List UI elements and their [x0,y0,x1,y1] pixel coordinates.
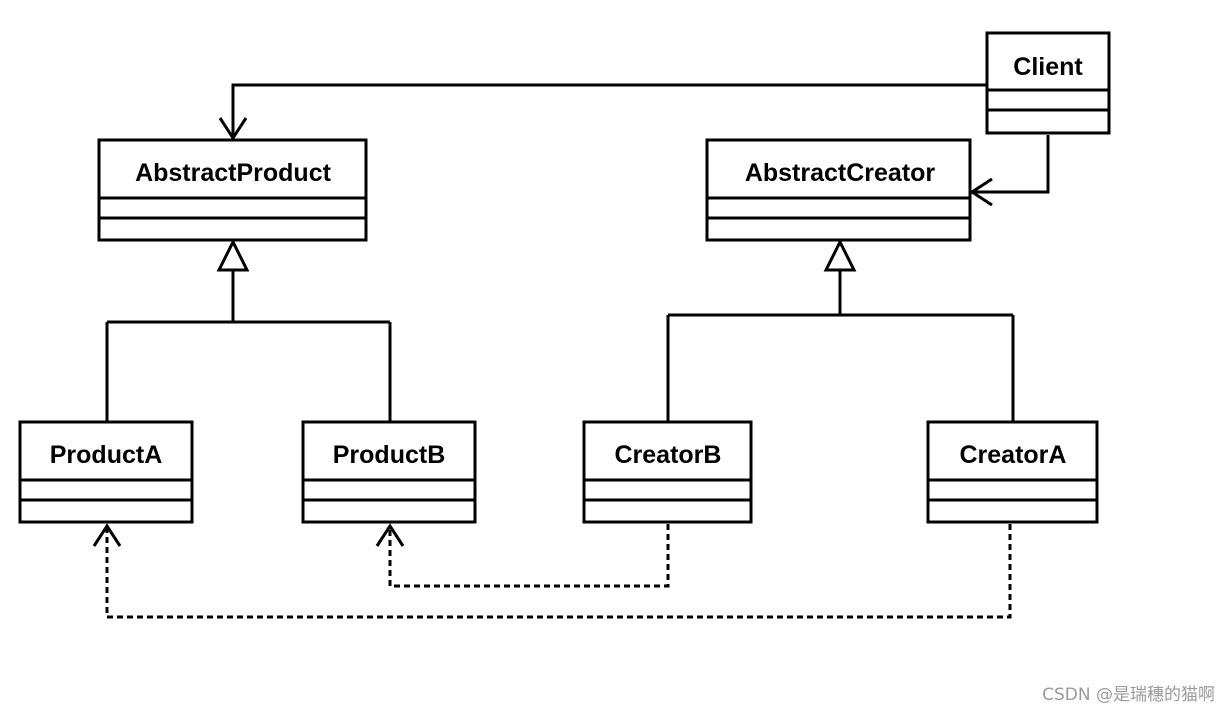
class-creator-b [582,420,753,524]
class-name-product-b: ProductB [333,441,446,469]
generalization-products [105,238,392,422]
class-abstract-creator [705,138,972,242]
class-product-b [301,420,477,524]
class-client [985,31,1111,135]
association-client-abstract-product [218,83,987,141]
class-name-client: Client [1013,53,1083,81]
class-creator-a [926,420,1099,524]
generalization-creators [666,238,1015,422]
dependency-creator-b-product-b [375,523,670,588]
class-abstract-product [97,138,368,242]
association-client-abstract-creator [969,135,1050,207]
watermark: CSDN @是瑞穗的猫啊 [1042,685,1215,705]
class-name-creator-a: CreatorA [960,441,1067,469]
class-name-product-a: ProductA [50,441,163,469]
class-name-abstract-creator: AbstractCreator [745,159,936,187]
class-name-creator-b: CreatorB [615,441,722,469]
class-product-a [18,420,194,524]
dependency-creator-a-product-a [92,523,1012,619]
class-name-abstract-product: AbstractProduct [135,159,332,187]
